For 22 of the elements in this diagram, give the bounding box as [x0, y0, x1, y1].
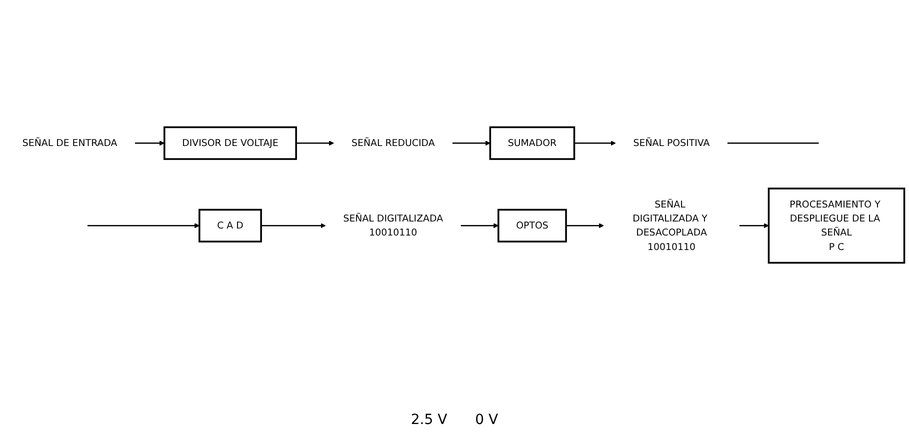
arrow	[88, 223, 200, 228]
node-text: SEÑAL DE ENTRADA	[22, 137, 118, 148]
node-box: OPTOS	[498, 208, 567, 242]
node-box: PROCESAMIENTO Y DESPLIEGUE DE LA SEÑAL P C	[768, 188, 906, 264]
node-text: SEÑAL POSITIVA	[633, 137, 710, 148]
arrow	[574, 140, 616, 146]
node-text: SEÑAL REDUCIDA	[351, 137, 435, 148]
arrow	[296, 140, 334, 146]
voltage-label: 0 V	[475, 412, 498, 428]
arrow	[739, 223, 769, 228]
arrow	[134, 140, 165, 146]
arrow	[452, 140, 490, 146]
node-box: SUMADOR	[489, 126, 576, 160]
arrow	[460, 223, 499, 228]
arrow	[566, 223, 604, 228]
voltage-label: 2.5 V	[410, 412, 448, 428]
arrow	[261, 223, 326, 228]
connector	[727, 142, 819, 144]
node-text: SEÑAL DIGITALIZADA 10010110	[343, 212, 444, 238]
node-text: SEÑAL DIGITALIZADA Y DESACOPLADA 10010110	[632, 198, 708, 252]
node-box: C A D	[198, 208, 262, 242]
node-box: DIVISOR DE VOLTAJE	[164, 126, 297, 160]
